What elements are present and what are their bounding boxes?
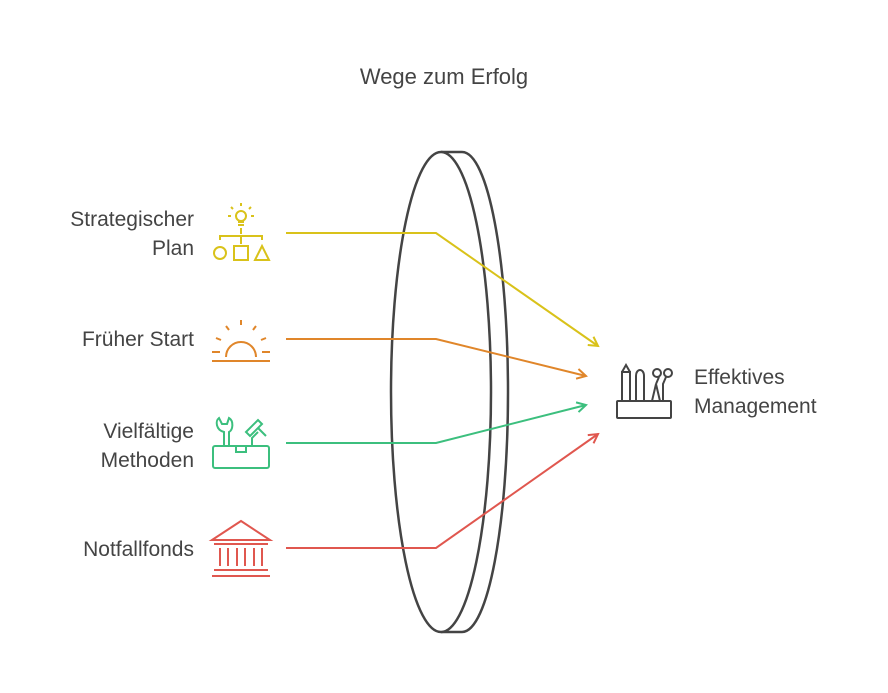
diagram-title: Wege zum Erfolg <box>359 64 529 89</box>
arrow-emergency-fund <box>286 434 598 549</box>
bank-icon <box>208 519 274 577</box>
lens-back-edge <box>461 150 510 634</box>
input-label-early-start: Früher Start <box>82 325 194 354</box>
input-label-line: Plan <box>151 237 194 260</box>
input-label-line: Strategischer <box>70 208 194 231</box>
input-label-line: Früher Start <box>81 328 194 351</box>
lens-shape <box>389 150 510 634</box>
arrow-early-start <box>286 338 586 376</box>
tool-holder-icon <box>616 362 673 419</box>
strategy-plan-icon <box>213 203 271 261</box>
input-label-line: Methoden <box>100 449 194 472</box>
input-label-strategic-plan: Strategischer Plan <box>70 205 194 263</box>
arrow-strategic-plan <box>286 232 598 346</box>
output-label-effective-management: Effektives Management <box>694 363 817 421</box>
sunrise-icon <box>212 320 270 362</box>
input-label-emergency-fund: Notfallfonds <box>83 535 194 564</box>
input-label-line: Notfallfonds <box>83 538 194 561</box>
output-label-line: Effektives <box>694 366 785 389</box>
input-label-line: Vielfältige <box>103 420 194 443</box>
arrow-diverse-methods <box>286 405 586 444</box>
lens-front <box>389 150 493 634</box>
toolbox-icon <box>212 416 270 469</box>
output-label-line: Management <box>694 395 817 418</box>
input-label-diverse-methods: Vielfältige Methoden <box>101 417 194 475</box>
